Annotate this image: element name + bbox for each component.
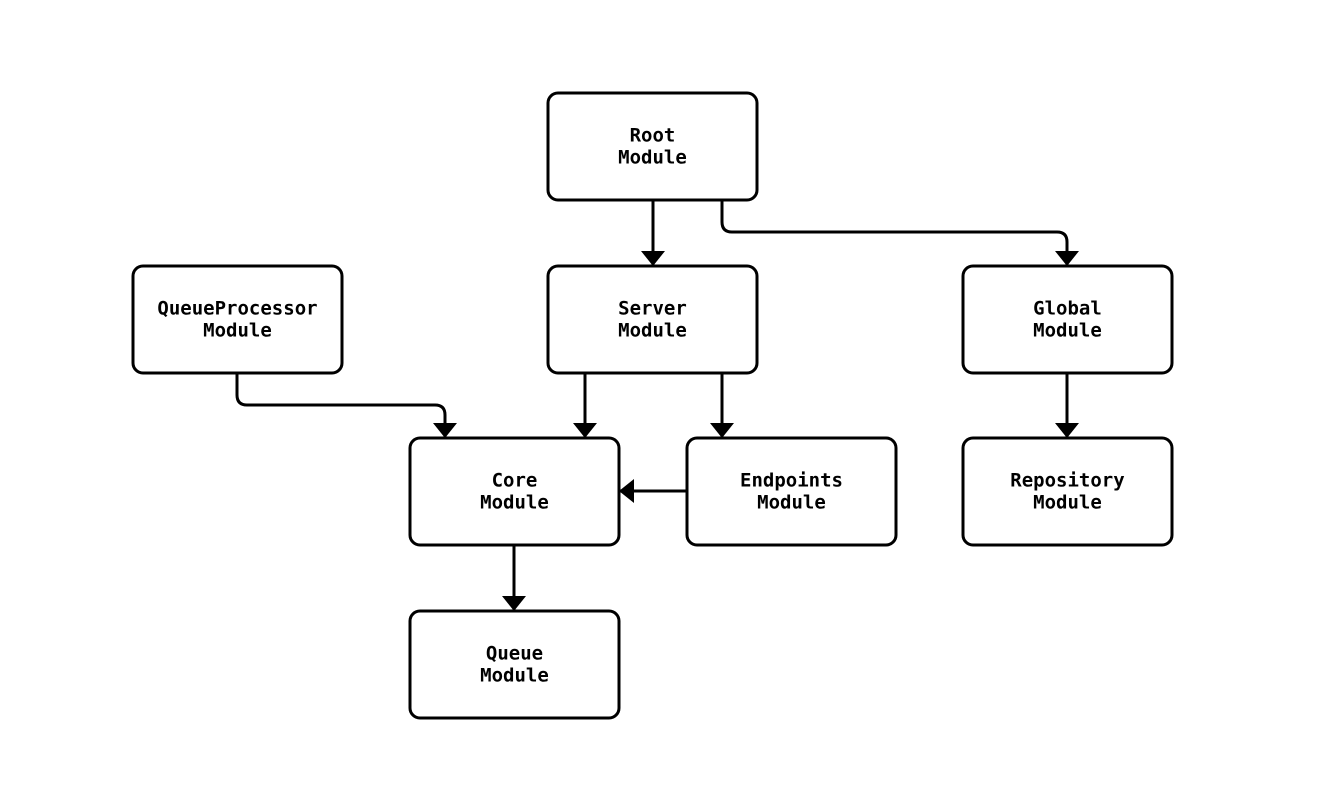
node-queue-label-line2: Module [480,665,549,687]
node-queueprocessor-box [131,264,344,375]
node-endpoints-label-line1: Endpoints [740,470,843,492]
node-global-label-line1: Global [1033,298,1102,320]
nodes-layer: RootModuleQueueProcessorModuleServerModu… [131,91,1174,720]
node-server-label-line1: Server [618,298,687,320]
node-server-box [546,264,759,375]
node-queueprocessor-label-line2: Module [203,320,272,342]
node-server-label-line2: Module [618,320,687,342]
edge-queueprocessor-to-core [235,373,457,438]
node-endpoints-box [685,436,898,547]
node-queue-label-line1: Queue [486,643,543,665]
node-queueprocessor-label-line1: QueueProcessor [157,298,317,320]
node-core-box [408,436,621,547]
node-root-label-line1: Root [630,125,676,147]
node-core-label-line2: Module [480,492,549,514]
node-root-label-line2: Module [618,147,687,169]
node-repository-label-line2: Module [1033,492,1102,514]
node-root-box [546,91,759,202]
node-core-label-line1: Core [492,470,538,492]
node-repository-box [961,436,1174,547]
node-repository-label-line1: Repository [1010,470,1124,492]
node-endpoints-label-line2: Module [757,492,826,514]
node-queue-box [408,609,621,720]
node-global-box [961,264,1174,375]
node-global-label-line2: Module [1033,320,1102,342]
edge-root-to-global [720,198,1079,266]
edges-layer [235,198,1079,611]
